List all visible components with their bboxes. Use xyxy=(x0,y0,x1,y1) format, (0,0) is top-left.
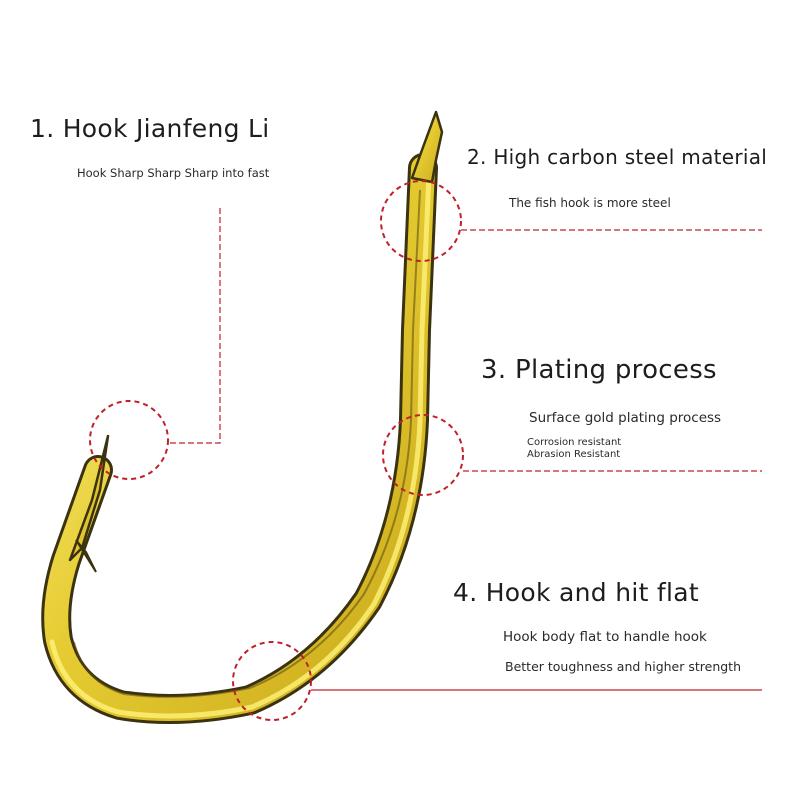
feature-3-note-abrasion: Abrasion Resistant xyxy=(527,449,621,460)
feature-4-subtitle: Hook body flat to handle hook xyxy=(503,629,707,645)
hook-groove xyxy=(73,189,421,698)
hook-body xyxy=(44,156,435,721)
feature-4-title: 4. Hook and hit flat xyxy=(453,578,700,607)
callout-circle-shank-mid xyxy=(382,414,464,496)
callout-circle-shank-top xyxy=(380,180,462,262)
feature-2-title: 2. High carbon steel material xyxy=(467,145,768,169)
feature-1-title: 1. Hook Jianfeng Li xyxy=(30,114,270,143)
hook-point xyxy=(68,434,110,562)
callout-circle-bend xyxy=(232,641,312,721)
feature-3-note-corrosion: Corrosion resistant xyxy=(527,437,622,448)
hook-highlight xyxy=(49,172,432,719)
feature-3-title: 3. Plating process xyxy=(481,355,717,385)
feature-3-subtitle: Surface gold plating process xyxy=(529,410,722,426)
feature-1-subtitle: Hook Sharp Sharp Sharp into fast xyxy=(77,166,270,180)
leader-line-1 xyxy=(168,208,221,444)
feature-2-subtitle: The fish hook is more steel xyxy=(509,196,671,210)
hook-barb xyxy=(75,539,97,573)
feature-4-subtitle-2: Better toughness and higher strength xyxy=(505,659,742,674)
hook-body-outline xyxy=(41,153,438,724)
callout-circle-point xyxy=(89,400,169,480)
